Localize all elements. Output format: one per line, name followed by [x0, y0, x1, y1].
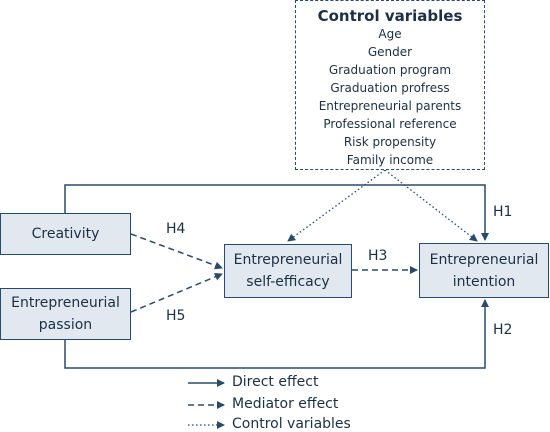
- legend-control-label: Control variables: [232, 416, 351, 432]
- control-item: Graduation profress: [330, 81, 450, 95]
- h1-label: H1: [493, 204, 513, 220]
- control-item: Professional reference: [323, 117, 457, 131]
- h5-label: H5: [166, 308, 186, 324]
- passion-label-line2: passion: [38, 317, 93, 333]
- h2-label: H2: [493, 322, 513, 338]
- control-arrow-intention: [384, 169, 478, 242]
- h1-direct-arrow: [64, 184, 489, 241]
- passion-label-line1: Entrepreneurial: [11, 295, 120, 311]
- control-arrow-efficacy: [287, 169, 386, 242]
- h4-label: H4: [166, 221, 186, 237]
- control-item: Age: [378, 27, 402, 41]
- h5-mediator-arrow: [130, 273, 223, 313]
- control-variables-box: Control variables Age Gender Graduation …: [295, 0, 485, 170]
- creativity-label: Creativity: [31, 226, 100, 242]
- control-item: Risk propensity: [343, 135, 437, 149]
- h3-label: H3: [368, 248, 388, 264]
- control-item: Graduation program: [328, 63, 452, 77]
- legend-mediator-label: Mediator effect: [232, 396, 339, 412]
- efficacy-label-line1: Entrepreneurial: [233, 252, 343, 268]
- control-item: Gender: [367, 45, 413, 59]
- control-item: Entrepreneurial parents: [318, 99, 462, 113]
- intention-node: Entrepreneurial intention: [419, 243, 549, 298]
- intention-label-line1: Entrepreneurial: [429, 251, 539, 268]
- legend-direct-label: Direct effect: [232, 374, 319, 390]
- intention-label-line2: intention: [452, 273, 516, 290]
- control-item: Family income: [346, 153, 434, 167]
- h2-direct-arrow: [64, 299, 489, 369]
- passion-node: Entrepreneurial passion: [0, 288, 131, 340]
- control-variables-title: Control variables: [317, 7, 463, 25]
- h4-mediator-arrow: [130, 233, 223, 270]
- self-efficacy-node: Entrepreneurial self-efficacy: [224, 244, 352, 298]
- efficacy-label-line2: self-efficacy: [246, 274, 330, 290]
- creativity-node: Creativity: [0, 213, 131, 255]
